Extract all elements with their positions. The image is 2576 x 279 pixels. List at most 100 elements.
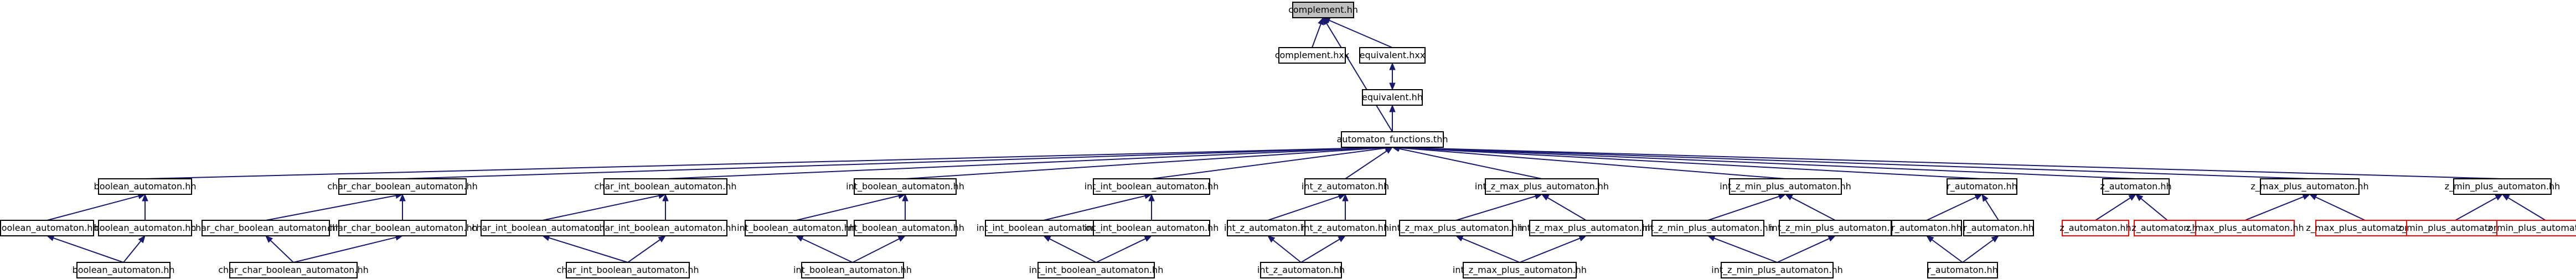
- edge-line: [1713, 237, 1778, 263]
- file-node-r-hh-b[interactable]: r_automaton.hh: [1927, 262, 1998, 278]
- arrowhead-icon: [265, 235, 273, 243]
- edge-line: [549, 237, 628, 263]
- node-box: [1227, 220, 1309, 236]
- file-node-iz-hh[interactable]: int_z_automaton.hh: [1302, 178, 1389, 195]
- file-node-cib-hh[interactable]: char_int_boolean_automaton.hh: [594, 178, 737, 195]
- file-node-iz-hh-r[interactable]: int_z_automaton.hh: [1302, 220, 1389, 236]
- arrowhead-icon: [1541, 194, 1550, 201]
- file-node-ccb-hh[interactable]: char_char_boolean_automaton.hh: [327, 178, 478, 195]
- file-node-ib-hh-b[interactable]: int_boolean_automaton.hh: [793, 262, 912, 278]
- file-node-ccb-hh-b[interactable]: char_char_boolean_automaton.hh: [218, 262, 369, 278]
- file-node-izmin-hh-l[interactable]: int_z_min_plus_automaton.hh: [1642, 220, 1774, 236]
- edge-line: [1398, 147, 1983, 179]
- edge-line: [905, 147, 1386, 179]
- edge-line: [1329, 19, 1393, 48]
- file-node-iz-hh-l[interactable]: int_z_automaton.hh: [1224, 220, 1312, 236]
- file-node-boolean-automaton-hh-l[interactable]: boolean_automaton.hh: [0, 220, 98, 236]
- node-label: char_int_boolean_automaton.hh: [556, 265, 699, 276]
- file-node-equivalent-hh[interactable]: equivalent.hh: [1362, 89, 1423, 106]
- file-node-iz-hh-b[interactable]: int_z_automaton.hh: [1257, 262, 1345, 278]
- node-box: [603, 220, 727, 236]
- dependency-edge: [2455, 194, 2503, 221]
- file-node-zmax-hh-l[interactable]: z_max_plus_automaton.hh: [2186, 220, 2304, 236]
- node-box: [1037, 262, 1155, 278]
- node-box: [801, 262, 904, 278]
- dependency-edge: [1267, 235, 1302, 263]
- node-label: int_z_automaton.hh: [1224, 223, 1312, 234]
- edge-line: [1049, 238, 1097, 263]
- arrowhead-icon: [1974, 194, 1983, 200]
- file-node-izmax-hh-b[interactable]: int_z_max_plus_automaton.hh: [1453, 262, 1587, 278]
- edge-line: [2507, 197, 2546, 221]
- node-label: boolean_automaton.hh: [94, 223, 197, 234]
- file-node-izmax-hh-r[interactable]: int_z_max_plus_automaton.hh: [1519, 220, 1653, 236]
- file-node-izmax-hh-l[interactable]: int_z_max_plus_automaton.hh: [1389, 220, 1523, 236]
- edge-line: [270, 240, 294, 263]
- file-node-z-hh-l[interactable]: z_automaton.hh: [2059, 220, 2131, 236]
- file-node-boolean-automaton-hh-b[interactable]: boolean_automaton.hh: [73, 262, 175, 278]
- file-node-cib-hh-r[interactable]: char_int_boolean_automaton.hh: [594, 220, 737, 236]
- file-node-r-hh-l[interactable]: r_automaton.hh: [1891, 220, 1962, 236]
- file-node-complement-hxx[interactable]: complement.hxx: [1275, 47, 1350, 64]
- dependency-edge: [662, 193, 669, 220]
- file-node-iib-hh[interactable]: int_int_boolean_automaton.hh: [1085, 178, 1219, 195]
- edge-line: [802, 238, 853, 263]
- arrowhead-icon: [2309, 194, 2317, 200]
- node-box: [745, 220, 848, 236]
- node-box: [1292, 2, 1354, 18]
- file-node-izmin-hh-r[interactable]: int_z_min_plus_automaton.hh: [1769, 220, 1901, 236]
- file-node-izmin-hh-b[interactable]: int_z_min_plus_automaton.hh: [1711, 262, 1843, 278]
- dependency-edge: [1042, 235, 1097, 263]
- dependency-edge: [2244, 194, 2311, 221]
- file-node-r-hh[interactable]: r_automaton.hh: [1947, 178, 2017, 195]
- node-box: [2062, 220, 2129, 236]
- file-node-r-hh-r[interactable]: r_automaton.hh: [1963, 220, 2034, 236]
- dependency-edge: [265, 192, 404, 221]
- file-node-ib-hh-r[interactable]: int_boolean_automaton.hh: [846, 220, 964, 236]
- node-label: char_int_boolean_automaton.hh: [594, 181, 736, 192]
- edge-line: [1151, 147, 1386, 179]
- file-node-ccb-hh-r[interactable]: char_char_boolean_automaton.hh: [327, 220, 478, 236]
- dependency-edge: [1981, 193, 1999, 221]
- node-box: [98, 178, 192, 195]
- file-node-izmin-hh[interactable]: int_z_min_plus_automaton.hh: [1720, 178, 1851, 195]
- file-node-zmax-hh[interactable]: z_max_plus_automaton.hh: [2250, 178, 2369, 195]
- file-node-equivalent-hxx[interactable]: equivalent.hxx: [1359, 47, 1426, 64]
- file-node-z-hh[interactable]: z_automaton.hh: [2100, 178, 2172, 195]
- node-label: boolean_automaton.hh: [94, 181, 197, 192]
- arrowhead-icon: [1148, 193, 1155, 202]
- file-node-zmin-hh-r[interactable]: z_min_plus_automaton.hh: [2488, 220, 2576, 236]
- arrowhead-icon: [2501, 194, 2510, 201]
- file-node-automaton-functions-thh[interactable]: automaton_functions.thh: [1337, 131, 1448, 148]
- edge-line: [2315, 197, 2366, 221]
- dependency-edge: [293, 234, 404, 263]
- dependency-edge: [1455, 235, 1520, 263]
- arrowhead-icon: [1828, 235, 1836, 242]
- node-box: [1093, 220, 1210, 236]
- file-node-iib-hh-r[interactable]: int_int_boolean_automaton.hh: [1085, 220, 1219, 236]
- file-node-boolean-automaton-hh[interactable]: boolean_automaton.hh: [94, 178, 197, 195]
- node-box: [2260, 178, 2360, 195]
- node-label: char_int_boolean_automaton.hh: [471, 223, 613, 234]
- node-label: boolean_automaton.hh: [0, 223, 98, 234]
- dependency-edge: [47, 193, 146, 221]
- file-node-zmin-hh[interactable]: z_min_plus_automaton.hh: [2445, 178, 2560, 195]
- file-node-boolean-automaton-hh-r[interactable]: boolean_automaton.hh: [94, 220, 197, 236]
- file-node-zmax-hh-r[interactable]: z_max_plus_automaton.hh: [2306, 220, 2424, 236]
- file-node-iib-hh-l[interactable]: int_int_boolean_automaton.hh: [977, 220, 1111, 236]
- node-label: char_char_boolean_automaton.hh: [327, 223, 478, 234]
- edge-line: [1791, 197, 1836, 221]
- file-node-iib-hh-b[interactable]: int_int_boolean_automaton.hh: [1029, 262, 1164, 278]
- file-node-cib-hh-l[interactable]: char_int_boolean_automaton.hh: [471, 220, 614, 236]
- edge-line: [1962, 239, 1994, 263]
- file-node-ib-hh-l[interactable]: int_boolean_automaton.hh: [737, 220, 855, 236]
- file-node-ccb-hh-l[interactable]: char_char_boolean_automaton.hh: [190, 220, 341, 236]
- file-node-z-hh-r[interactable]: z_automaton.hh: [2131, 220, 2203, 236]
- node-label: complement.hxx: [1275, 50, 1350, 60]
- file-node-cib-hh-b[interactable]: char_int_boolean_automaton.hh: [556, 262, 699, 278]
- file-node-izmax-hh[interactable]: int_z_max_plus_automaton.hh: [1475, 178, 1609, 195]
- node-label: r_automaton.hh: [1927, 265, 1998, 276]
- file-node-ib-hh[interactable]: int_boolean_automaton.hh: [846, 178, 964, 195]
